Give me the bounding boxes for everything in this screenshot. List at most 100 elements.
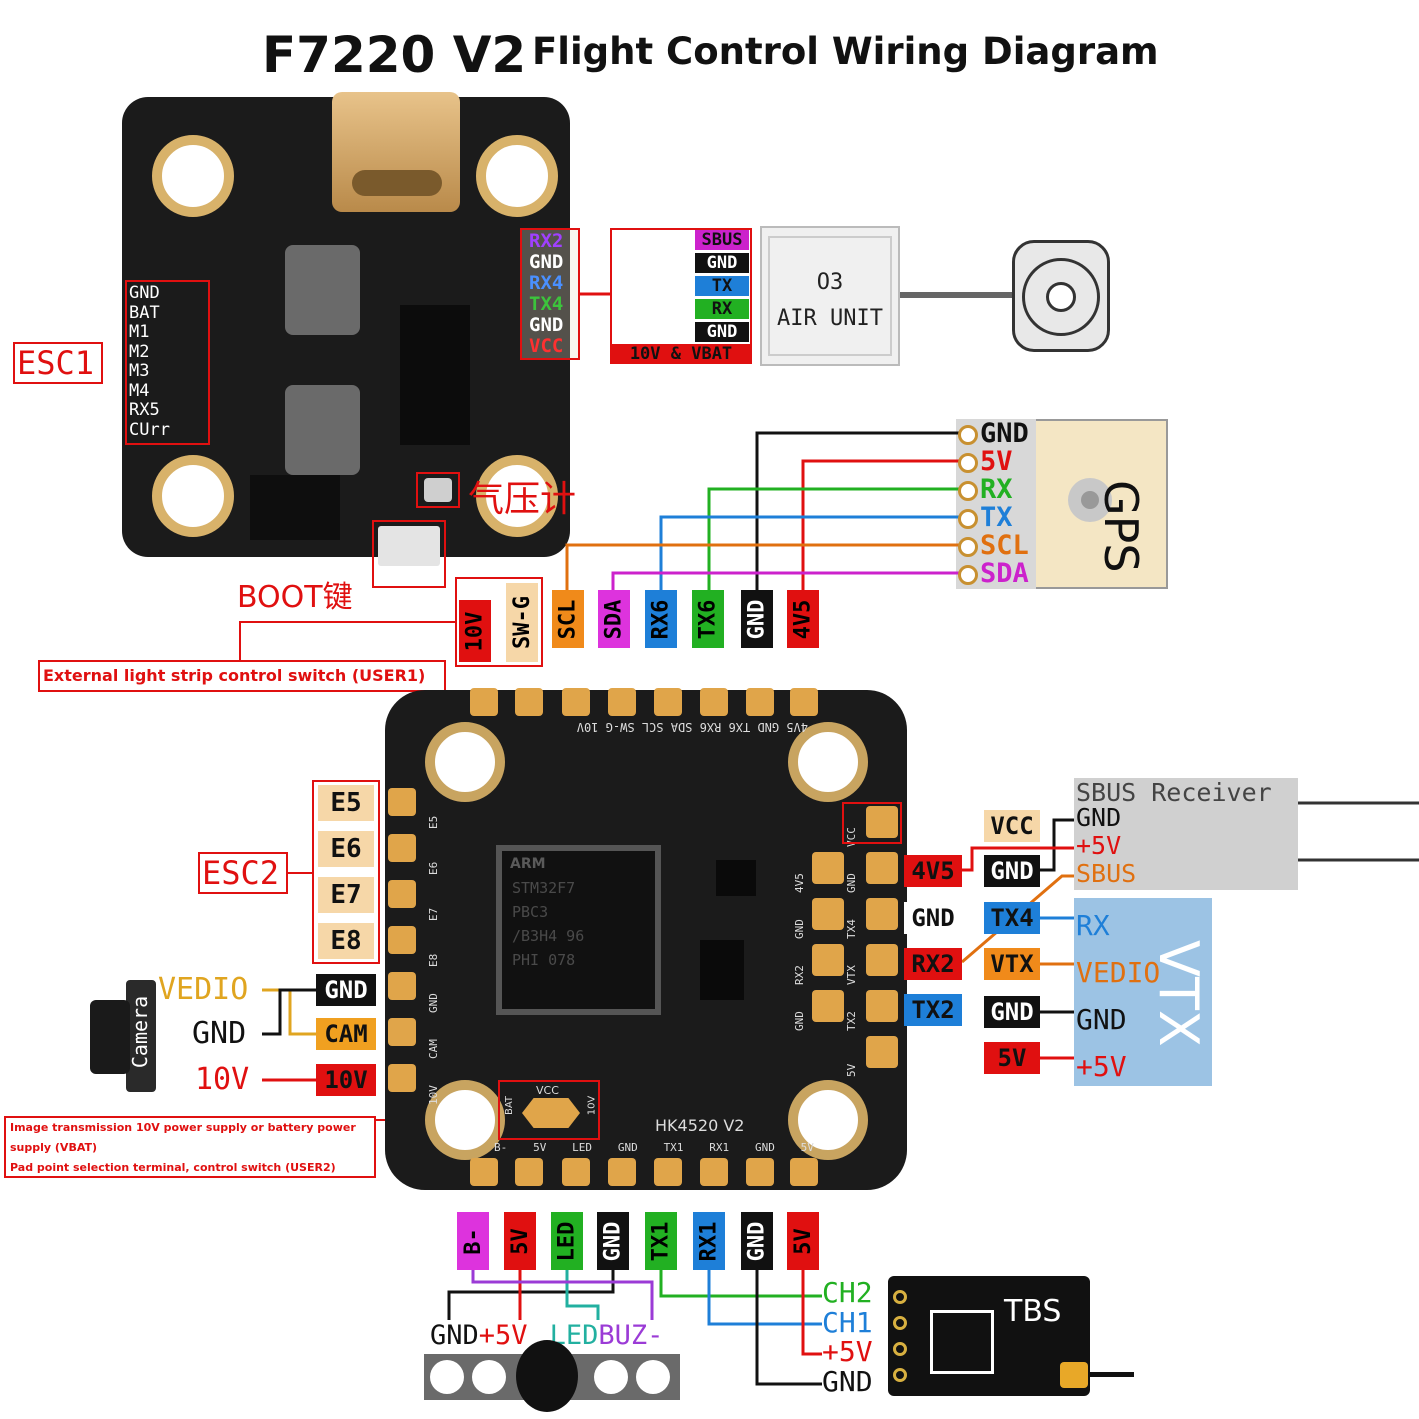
air-unit-pin: SBUS: [695, 230, 749, 250]
uart-connector-bg: [520, 228, 578, 358]
board-silk-right: VCC GND TX4 VTX TX2 5V: [842, 814, 862, 1090]
silk-right: GND: [844, 873, 858, 893]
vtx-pin: GND: [1076, 1003, 1127, 1036]
vtx-module: [1074, 898, 1212, 1086]
wire-sbus-gnd: [1040, 818, 1074, 872]
silk-right-b: 4V5: [792, 873, 806, 893]
camera-label: Camera: [128, 995, 152, 1069]
esc2-pin: E7: [318, 877, 374, 913]
antenna-core: [1046, 282, 1076, 312]
wire-tbs-gnd: [755, 1270, 822, 1386]
tbs-pin-list: CH2 CH1 +5V GND: [822, 1278, 873, 1396]
antenna-ring: [1022, 258, 1100, 336]
bottom-pad-5v: 5V: [504, 1212, 536, 1270]
sbus-pin: SBUS: [1076, 859, 1137, 888]
gps-pin: 5V: [980, 446, 1013, 477]
board-pad-top: [515, 688, 543, 716]
board-model: HK4520 V2: [655, 1116, 745, 1135]
tbs-pad-1: [893, 1290, 907, 1304]
esc1-pin: GND: [129, 283, 160, 303]
mount-hole-bl: [152, 455, 234, 537]
mount-hole-tl: [152, 135, 234, 217]
sbus-pin-list: GND +5V SBUS: [1076, 804, 1136, 888]
gps-pin-dot: [958, 537, 978, 557]
wire-gps-scl: [565, 543, 960, 590]
tbs-pin: +5V: [822, 1335, 873, 1368]
esc1-label: ESC1: [17, 344, 95, 382]
board-pad-bottom: [700, 1158, 728, 1186]
top-pad-sw-g: SW-G: [506, 583, 538, 662]
tbs-pad-2: [893, 1316, 907, 1330]
board-pad-bottom: [654, 1158, 682, 1186]
wire-gps-sda: [611, 571, 960, 590]
bottom-pad-b-minus: B-: [457, 1212, 489, 1270]
vcc-select-silk: VCC: [536, 1084, 559, 1097]
esc-hole-tr: [788, 722, 868, 802]
board-pad-right: [866, 990, 898, 1022]
silk-right: 5V: [844, 1063, 858, 1077]
uart-pin-list: RX2 GND RX4 TX4 GND VCC: [529, 231, 563, 357]
esc1-pin: RX5: [129, 400, 160, 420]
tbs-chip: [930, 1310, 994, 1374]
chip-line: STM32F7: [512, 879, 576, 897]
bat-silk: BAT: [504, 1095, 516, 1116]
user2-line: Image transmission 10V power supply or b…: [10, 1121, 356, 1134]
wire-gps-tx: [659, 515, 960, 590]
vtx-tx4-tag: TX4: [984, 902, 1040, 934]
camera-pad-cam: CAM: [316, 1018, 376, 1050]
fc-mcu-brand: ARM: [510, 856, 546, 872]
board-pad-left: [388, 1018, 416, 1046]
board-pad-right-b: [812, 944, 844, 976]
led-pin: +5V: [478, 1320, 528, 1351]
board-silk-left: E5 E6 E7 E8 GND CAM 10V: [424, 796, 444, 1118]
air-unit-pin: RX: [695, 299, 749, 319]
gps-pin: SCL: [980, 530, 1029, 561]
mount-hole-br: [476, 455, 558, 537]
fc-chip-3: [716, 860, 756, 896]
camera-10v-label: 10V: [195, 1062, 250, 1097]
uart-pin: GND: [529, 314, 564, 336]
bottom-pad-led: LED: [551, 1212, 583, 1270]
mcu-chip: [400, 305, 470, 445]
tbs-antenna-connector: [1060, 1362, 1088, 1388]
bottom-pad-5v2: 5V: [787, 1212, 819, 1270]
esc1-pin: M2: [129, 341, 150, 362]
inductor-1: [285, 245, 360, 335]
air-unit-line2: AIR UNIT: [777, 306, 883, 331]
esc1-pin-list: GND BAT M1 M2 M3 M4 RX5 CUrr: [129, 283, 170, 440]
uart-pin: TX4: [529, 293, 564, 315]
board-pad-top: [470, 688, 498, 716]
board-pad-right: [866, 806, 898, 838]
boot-label: BOOT键: [237, 580, 353, 615]
esc1-label-box: [13, 342, 103, 384]
air-unit-pin: GND: [695, 253, 749, 273]
led-pin: BUZ-: [598, 1320, 664, 1351]
bottom-pad-gnd: GND: [597, 1212, 629, 1270]
board-pad-top: [790, 688, 818, 716]
silk-left: GND: [426, 993, 440, 1013]
board-pad-bottom: [562, 1158, 590, 1186]
board-pad-right-b: [812, 990, 844, 1022]
board-pad-left: [388, 880, 416, 908]
esc-hole-br: [788, 1080, 868, 1160]
board-silk-bottom: B- 5V LED GND TX1 RX1 GND 5V: [494, 1141, 814, 1154]
led-dot: [636, 1360, 670, 1394]
silk-bottom: GND: [754, 1141, 775, 1154]
camera-gnd-label: GND: [192, 1016, 247, 1051]
vtx-pin: VEDIO: [1076, 956, 1161, 989]
board-pad-left: [388, 926, 416, 954]
top-pad-4v5: 4V5: [787, 590, 819, 648]
led-dot: [430, 1360, 464, 1394]
uart-connector-box: [520, 228, 580, 360]
gps-pin: TX: [980, 502, 1013, 533]
silk-bottom: 5V: [800, 1141, 814, 1154]
board-pad-right: [866, 852, 898, 884]
boot-button: [378, 526, 440, 566]
sbus-gnd-tag: GND: [984, 855, 1040, 887]
silk-left: E6: [426, 861, 440, 875]
camera-lens: [90, 1000, 130, 1074]
gps-pin-dot: [958, 425, 978, 445]
esc2-label-box: [198, 852, 288, 894]
chip-line: PHI 078: [512, 951, 576, 969]
